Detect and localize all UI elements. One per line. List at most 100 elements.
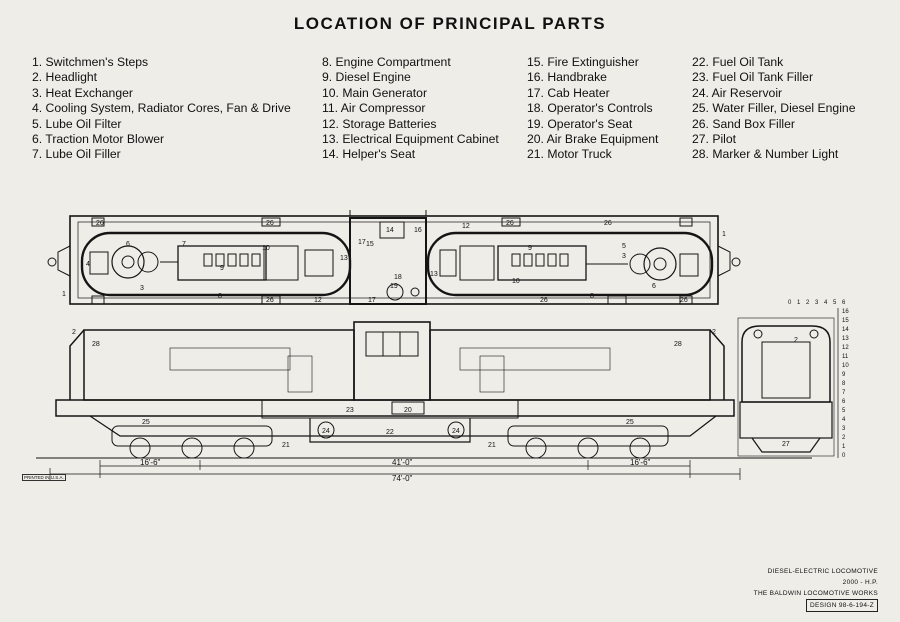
callout-number: 25 [142, 419, 150, 426]
legend-item: 20. Air Brake Equipment [527, 132, 659, 147]
scale-tick-label: 6 [842, 300, 846, 306]
callouts-front: 2 27 [782, 337, 798, 448]
heat-exchanger-left [137, 251, 159, 273]
dim-label-center: 41'-0" [392, 458, 413, 467]
dim-label-overall: 74'-0" [392, 474, 413, 483]
callout-number: 13 [340, 255, 348, 262]
tank-top [261, 399, 519, 419]
callout-number: 2 [712, 329, 716, 336]
callout-number: 17 [358, 239, 366, 246]
dim-label-truck-left: 16'-6" [140, 458, 161, 467]
scale-tick-label: 5 [833, 300, 837, 306]
scale-tick-label: 5 [842, 408, 846, 414]
legend-item: 1. Switchmen's Steps [32, 55, 149, 69]
callout-number: 24 [322, 428, 330, 435]
diesel-engine-left [177, 245, 267, 281]
main-generator-right [459, 245, 495, 281]
legend-item: 24. Air Reservoir [692, 85, 783, 100]
callout-number: 12 [314, 297, 322, 304]
sandbox [261, 217, 281, 227]
callout-number: 21 [282, 442, 290, 449]
front-pilot [751, 437, 821, 453]
legend-item: 15. Fire Extinguisher [527, 55, 639, 69]
marker-light [809, 329, 819, 339]
design-number: DESIGN 98-6-194-Z [806, 599, 878, 612]
callout-number: 22 [386, 429, 394, 436]
wheel [233, 437, 255, 459]
scale-tick-label: 13 [842, 336, 849, 342]
dim-label-truck-right: 16'-6" [630, 458, 651, 467]
legend-item: 8. Engine Compartment [322, 55, 451, 69]
grille [287, 355, 313, 393]
side-elevation: 16'-6" 41'-0" 74'-0" 16'-6" [36, 321, 760, 483]
callout-number: 5 [622, 243, 626, 250]
caption-line: 2000 - H.P. [842, 579, 878, 586]
cylinder [559, 253, 569, 267]
callout-number: 20 [404, 407, 412, 414]
callout-number: 26 [506, 220, 514, 227]
callout-number: 26 [604, 220, 612, 227]
diesel-engine-right [497, 245, 587, 281]
wheel [629, 437, 651, 459]
wheel [129, 437, 151, 459]
callout-number: 8 [218, 293, 222, 300]
callout-number: 18 [394, 274, 402, 281]
callout-number: 26 [540, 297, 548, 304]
legend-column-4: 22. Fuel Oil Tank 23. Fuel Oil Tank Fill… [692, 55, 855, 163]
front-view-frame [737, 317, 835, 457]
callout-number: 14 [386, 227, 394, 234]
callout-number: 25 [626, 419, 634, 426]
callout-number: 2 [72, 329, 76, 336]
scale-tick-label: 1 [797, 300, 801, 306]
plan-view [47, 210, 741, 305]
legend-item: 6. Traction Motor Blower [32, 132, 165, 147]
callout-number: 8 [590, 293, 594, 300]
callout-number: 1 [722, 231, 726, 238]
truck-left [111, 425, 273, 459]
callout-number: 9 [220, 265, 224, 272]
air-reservoir-right [447, 421, 465, 439]
sandbox [91, 217, 105, 227]
louvers [169, 347, 611, 393]
cylinder [251, 253, 261, 267]
front-cab-outline [741, 325, 831, 403]
callout-number: 3 [140, 285, 144, 292]
legend-item: 10. Main Generator [322, 85, 428, 100]
sandbox [91, 295, 105, 305]
legend-item: 3. Heat Exchanger [32, 85, 133, 100]
legend-item: 9. Diesel Engine [322, 70, 411, 85]
wheel [577, 437, 599, 459]
callout-number: 2 [794, 337, 798, 344]
front-view [737, 317, 835, 459]
callout-number: 26 [96, 220, 104, 227]
sandbox [261, 295, 281, 305]
scale-tick-label: 14 [842, 327, 849, 333]
scale-tick-label: 0 [788, 300, 792, 306]
truck-frame [507, 425, 669, 447]
cylinder [535, 253, 545, 267]
legend-item: 22. Fuel Oil Tank [692, 55, 784, 69]
scale-tick-label: 7 [842, 390, 846, 396]
truck-right [507, 425, 669, 459]
frame-skirt [89, 415, 717, 437]
scale-tick-label: 16 [842, 309, 849, 315]
callout-number: 21 [488, 442, 496, 449]
callout-number: 1 [62, 291, 66, 298]
truck-frame [111, 425, 273, 447]
legend-item: 5. Lube Oil Filter [32, 116, 122, 131]
page-title: LOCATION OF PRINCIPAL PARTS [293, 14, 607, 33]
callout-number: 10 [512, 278, 520, 285]
callout-number: 4 [86, 261, 90, 268]
radiator-core-right [679, 253, 699, 277]
wheel [181, 437, 203, 459]
callout-number: 15 [366, 241, 374, 248]
sandbox [679, 295, 693, 305]
sandbox [501, 217, 521, 227]
radiator-core-left [89, 251, 109, 275]
plan-outline [69, 215, 719, 305]
legend-item: 19. Operator's Seat [527, 116, 633, 131]
coupler-right [731, 257, 741, 267]
legend-item: 26. Sand Box Filler [692, 116, 795, 131]
legend-item: 2. Headlight [32, 70, 98, 85]
